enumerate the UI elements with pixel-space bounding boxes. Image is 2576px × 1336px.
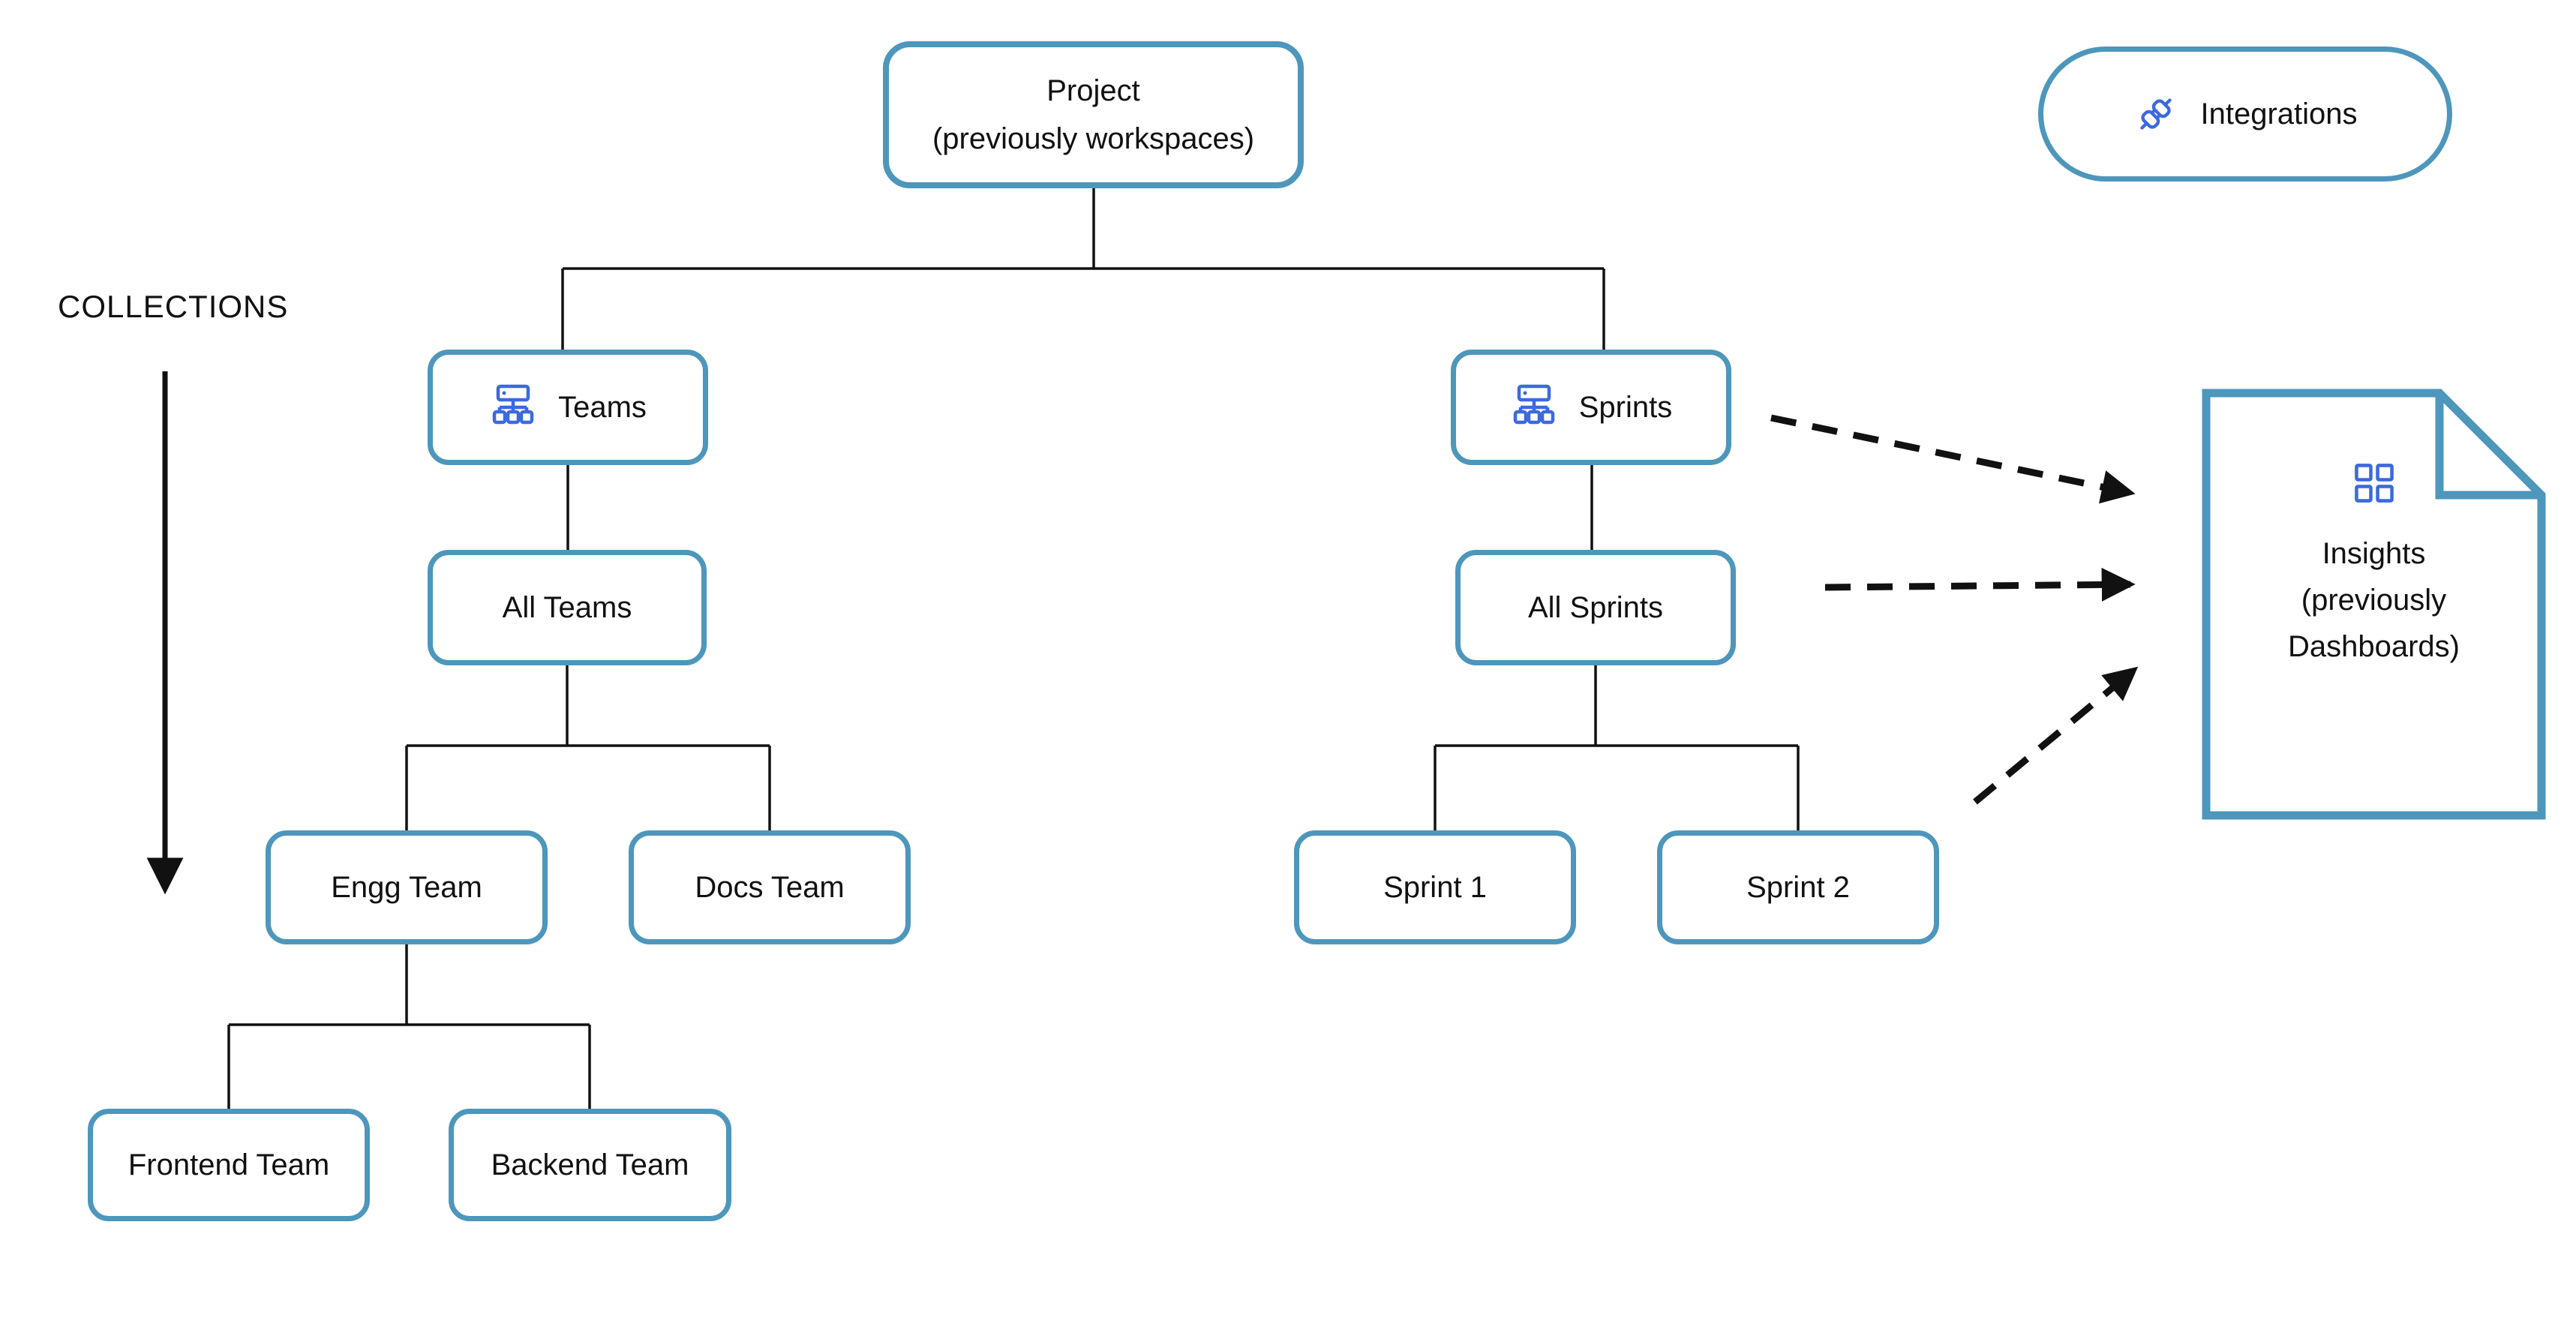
sprints-label: Sprints bbox=[1578, 391, 1673, 424]
integrations-label: Integrations bbox=[2200, 98, 2358, 131]
dashed-arrows-to-insights bbox=[1770, 414, 2139, 805]
insights-document-content: Insights (previously Dashboards) bbox=[2206, 461, 2541, 670]
project-title: Project bbox=[1046, 74, 1140, 107]
node-project: Project (previously workspaces) bbox=[883, 41, 1304, 188]
insights-text: Insights (previously Dashboards) bbox=[2288, 530, 2460, 670]
integrations-pill: Integrations bbox=[2038, 47, 2452, 182]
insights-title: Insights bbox=[2322, 537, 2426, 570]
insights-subtitle-2: Dashboards) bbox=[2287, 630, 2460, 663]
engg-team-label: Engg Team bbox=[331, 871, 482, 904]
node-teams: Teams bbox=[428, 350, 708, 465]
node-docs-team: Docs Team bbox=[629, 830, 911, 944]
node-frontend-team: Frontend Team bbox=[88, 1109, 370, 1221]
plugs-icon bbox=[2140, 98, 2172, 130]
org-chart-icon bbox=[492, 384, 534, 425]
org-chart-icon bbox=[1513, 384, 1554, 425]
dashed-arrow-sprints-to-insights bbox=[1770, 414, 2136, 504]
tree-connectors bbox=[227, 188, 1800, 1109]
all-teams-label: All Teams bbox=[502, 591, 632, 624]
node-all-sprints: All Sprints bbox=[1455, 550, 1736, 665]
node-engg-team: Engg Team bbox=[266, 830, 548, 944]
node-all-teams: All Teams bbox=[428, 550, 707, 665]
node-backend-team: Backend Team bbox=[449, 1109, 731, 1221]
frontend-team-label: Frontend Team bbox=[128, 1148, 330, 1181]
teams-label: Teams bbox=[558, 391, 647, 424]
backend-team-label: Backend Team bbox=[491, 1148, 689, 1181]
node-sprint-2: Sprint 2 bbox=[1657, 830, 1939, 944]
docs-team-label: Docs Team bbox=[695, 871, 845, 904]
insights-document-shape bbox=[2202, 389, 2546, 820]
all-sprints-label: All Sprints bbox=[1527, 591, 1664, 624]
dashed-arrow-sprint2-to-insights bbox=[1973, 666, 2139, 805]
node-sprint-1: Sprint 1 bbox=[1294, 830, 1576, 944]
collections-label: COLLECTIONS bbox=[58, 289, 289, 324]
sprint-1-label: Sprint 1 bbox=[1383, 871, 1487, 904]
sprint-2-label: Sprint 2 bbox=[1746, 871, 1850, 904]
insights-subtitle-1: (previously bbox=[2301, 584, 2447, 617]
dashboard-grid-icon bbox=[2354, 464, 2394, 503]
dashed-arrow-allsprints-to-insights bbox=[1824, 567, 2136, 602]
project-subtitle: (previously workspaces) bbox=[932, 122, 1255, 155]
node-sprints: Sprints bbox=[1451, 350, 1731, 465]
